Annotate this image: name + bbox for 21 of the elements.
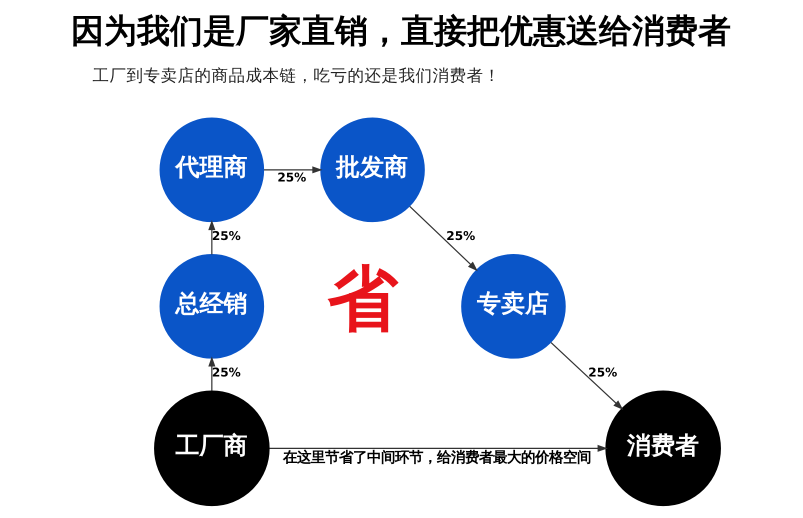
arrow — [208, 220, 215, 254]
edge-label: 25% — [276, 170, 306, 185]
label: 省 — [326, 258, 397, 340]
edge-label: 25% — [211, 229, 240, 244]
arrow — [268, 444, 608, 452]
arrow — [208, 356, 215, 391]
node-circle: 代理商 — [159, 118, 264, 222]
arrow — [550, 342, 623, 410]
node-circle: 批发商 — [320, 118, 424, 222]
diagram-title: 因为我们是厂家直销，直接把优惠送给消费者 — [70, 11, 731, 50]
label: 工厂到专卖店的商品成本链，吃亏的还是我们消费者！ — [92, 66, 500, 86]
node-circle: 专卖店 — [460, 254, 566, 359]
edge-label: 25% — [588, 366, 617, 380]
edge-label: 25% — [211, 366, 240, 380]
edge-label: 25% — [446, 229, 475, 244]
arrow — [408, 206, 478, 272]
node-circle: 工厂商 — [154, 390, 270, 506]
arrow — [264, 166, 322, 174]
node-circle: 消费者 — [604, 390, 720, 506]
node-circle: 总经销 — [159, 254, 264, 359]
edge-label: 在这里节省了中间环节，给消费者最大的价格空间 — [282, 450, 590, 466]
